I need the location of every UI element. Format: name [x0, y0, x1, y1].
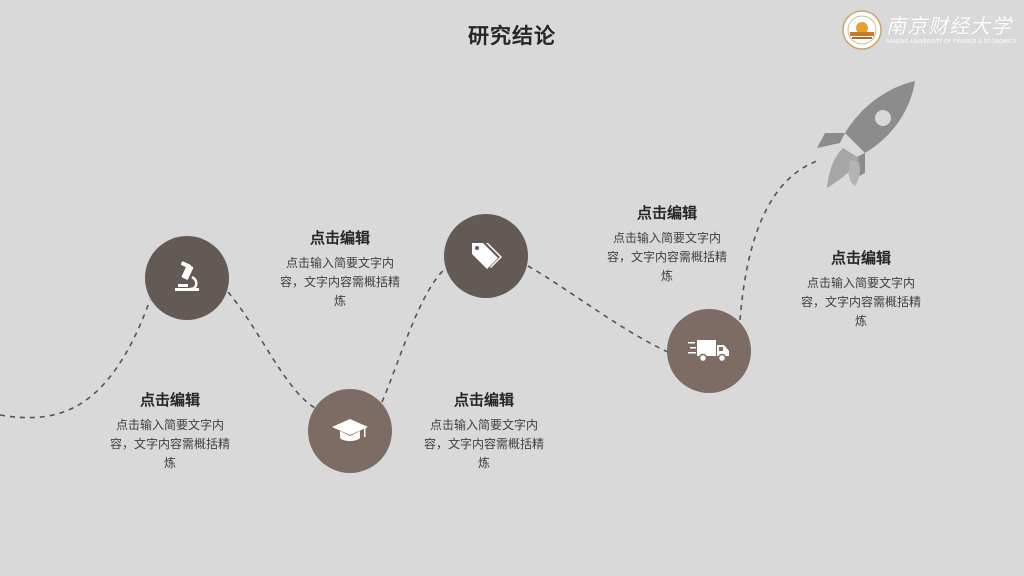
delivery-truck-icon	[688, 340, 729, 363]
step-3-heading[interactable]: 点击编辑	[453, 391, 514, 409]
step-2-heading[interactable]: 点击编辑	[309, 229, 370, 247]
step-2-text: 点击编辑 点击输入简要文字内容，文字内容需概括精炼	[275, 227, 405, 311]
emblem-icon	[842, 10, 882, 50]
step-4-heading[interactable]: 点击编辑	[636, 204, 697, 222]
logo-subtitle: NANJING UNIVERSITY OF FINANCE & ECONOMIC…	[886, 39, 1017, 45]
step-2-description[interactable]: 点击输入简要文字内容，文字内容需概括精炼	[279, 256, 400, 308]
step-1-circle	[145, 236, 229, 320]
rocket-icon	[817, 81, 915, 188]
university-logo: 南京财经大学 NANJING UNIVERSITY OF FINANCE & E…	[842, 8, 1018, 52]
microscope-icon	[175, 261, 199, 291]
step-1-description[interactable]: 点击输入简要文字内容，文字内容需概括精炼	[109, 418, 230, 470]
step-5-text: 点击编辑 点击输入简要文字内容，文字内容需概括精炼	[796, 247, 926, 331]
step-3-text: 点击编辑 点击输入简要文字内容，文字内容需概括精炼	[419, 389, 549, 473]
step-2-circle	[308, 389, 392, 473]
step-4-text: 点击编辑 点击输入简要文字内容，文字内容需概括精炼	[602, 202, 732, 286]
page-title: 研究结论	[468, 24, 556, 48]
step-3-circle	[444, 214, 528, 298]
graduation-cap-icon	[332, 419, 368, 441]
step-1-heading[interactable]: 点击编辑	[139, 391, 200, 409]
step-4-circle	[667, 309, 751, 393]
step-5-description[interactable]: 点击输入简要文字内容，文字内容需概括精炼	[800, 276, 921, 328]
tags-icon	[472, 243, 502, 269]
step-3-description[interactable]: 点击输入简要文字内容，文字内容需概括精炼	[423, 418, 544, 470]
logo-name: 南京财经大学	[886, 14, 1012, 38]
step-5-heading[interactable]: 点击编辑	[830, 249, 891, 267]
step-4-description[interactable]: 点击输入简要文字内容，文字内容需概括精炼	[606, 231, 727, 283]
step-1-text: 点击编辑 点击输入简要文字内容，文字内容需概括精炼	[105, 389, 235, 473]
